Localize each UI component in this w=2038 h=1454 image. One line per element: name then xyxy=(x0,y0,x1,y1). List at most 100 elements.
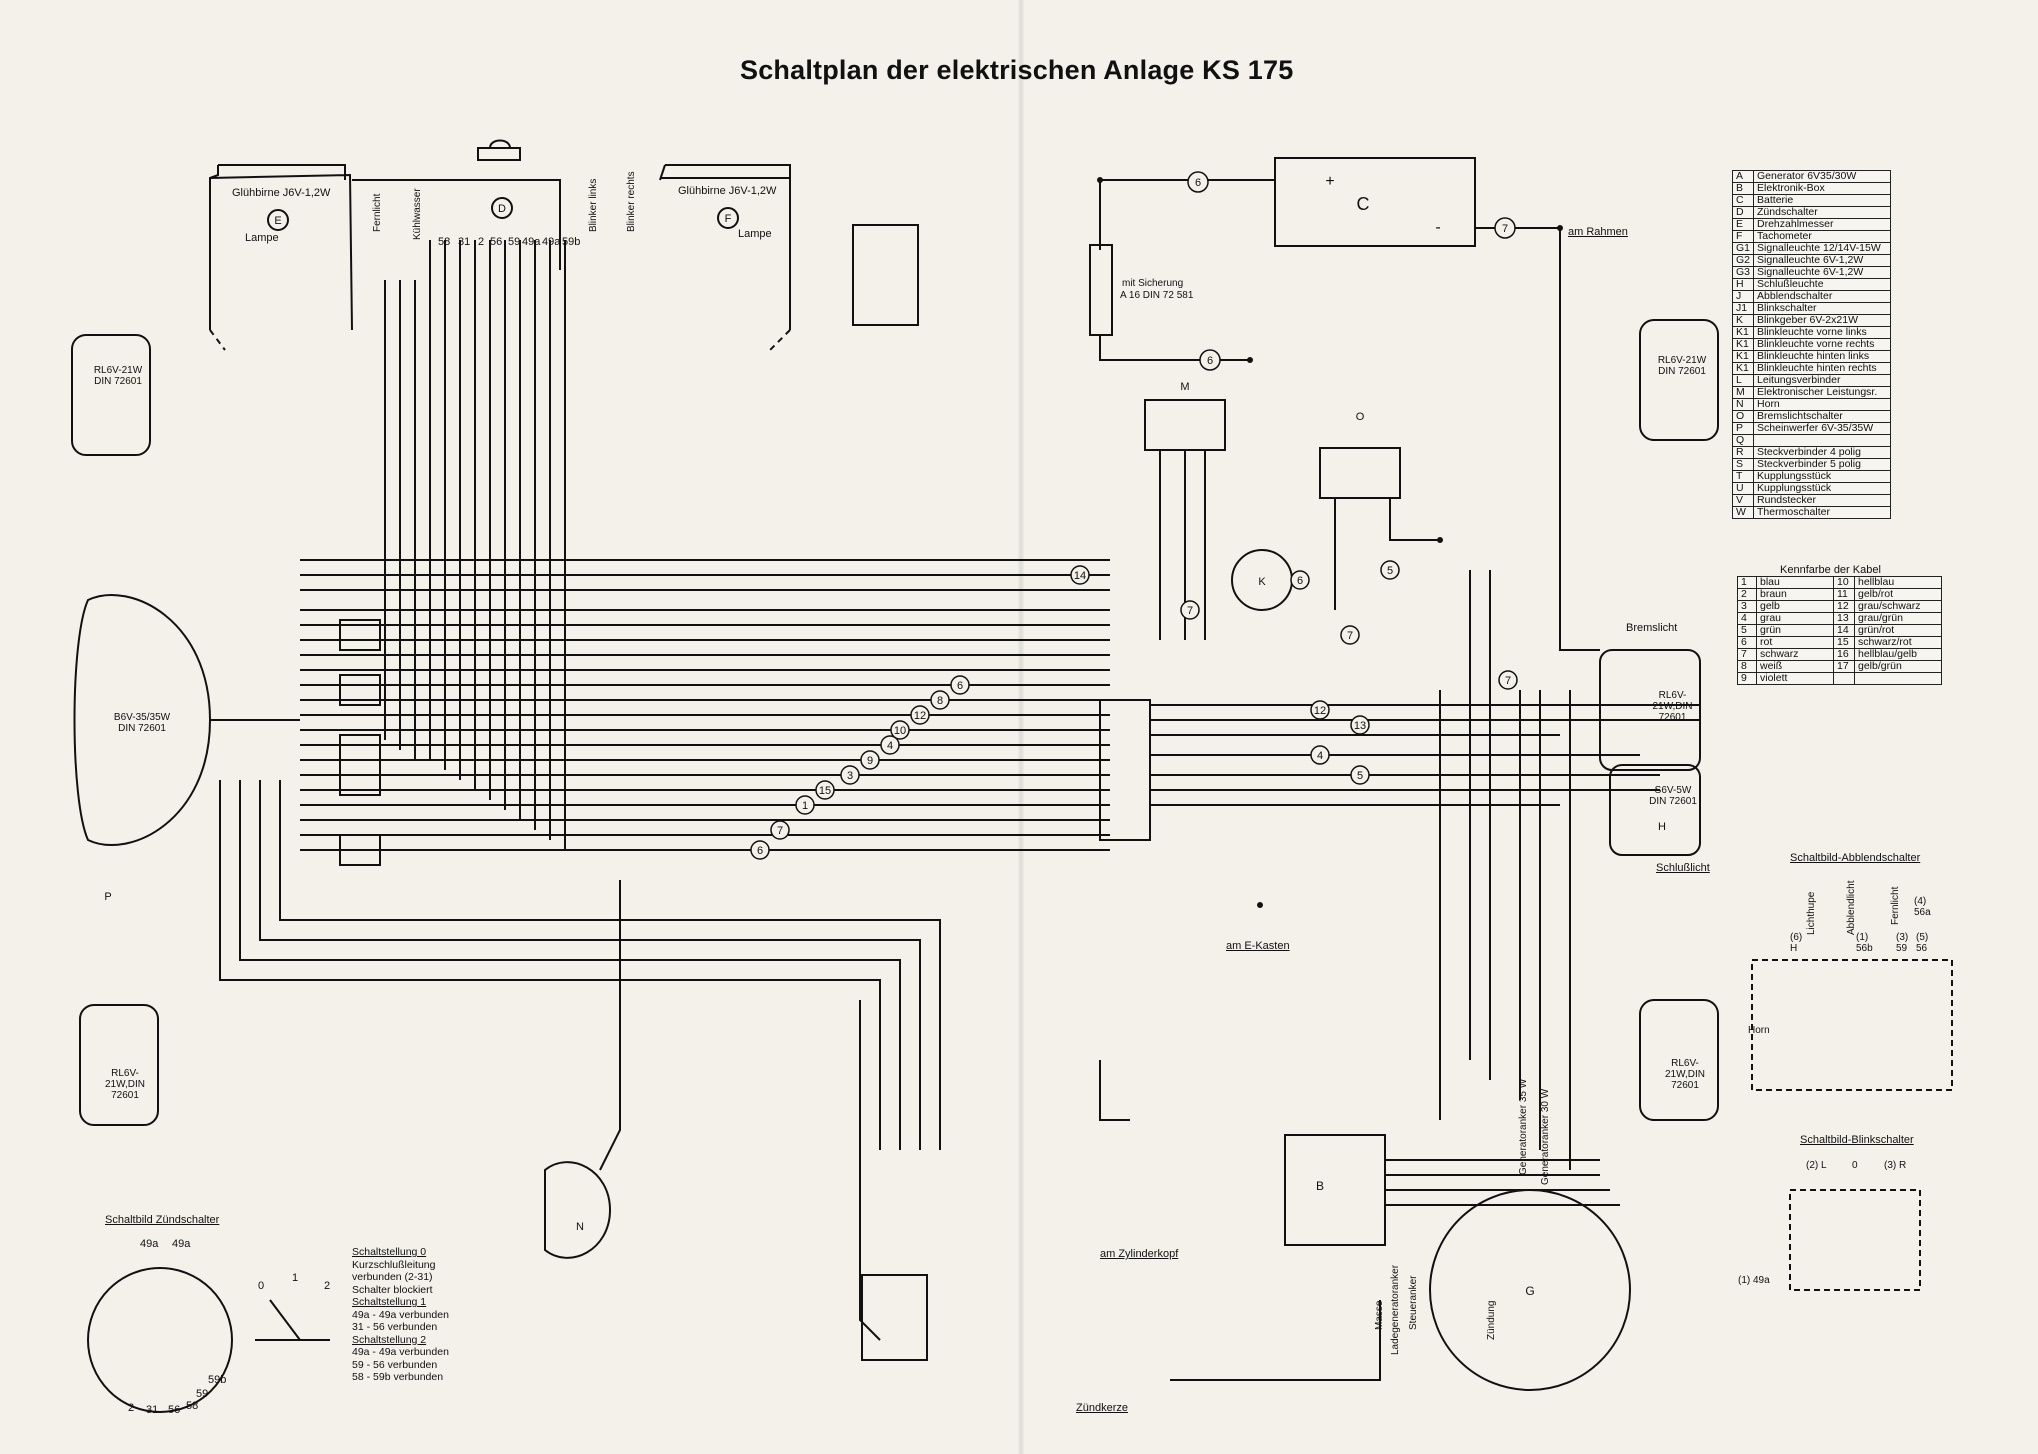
cable-cell: 9 xyxy=(1737,672,1757,685)
svg-text:7: 7 xyxy=(1505,675,1511,687)
component-label: Kupplungsstück xyxy=(1753,470,1892,483)
component-label: Thermoschalter xyxy=(1753,506,1892,519)
steueranker-label: Steueranker xyxy=(1408,1275,1419,1330)
ignition-terminal: 31 xyxy=(458,236,471,248)
ignition-terminal: 49a xyxy=(542,236,561,248)
blinker-links-label: Blinker links xyxy=(588,178,599,232)
component-key: B xyxy=(1731,182,1755,195)
kuehlwasser-label: Kühlwasser xyxy=(412,188,423,240)
zuendschalter-pin-bottom: 56 xyxy=(168,1404,181,1416)
svg-text:6: 6 xyxy=(1207,355,1213,367)
svg-text:8: 8 xyxy=(937,695,943,707)
component-label: Elektronik-Box xyxy=(1753,182,1892,195)
abblend-label: (5) 56 xyxy=(1916,932,1929,954)
cable-cell: 5 xyxy=(1737,624,1757,637)
cable-cell: gelb xyxy=(1756,600,1834,613)
abblend-label: (3) 59 xyxy=(1896,932,1909,954)
cable-cell: gelb/rot xyxy=(1854,588,1942,601)
svg-text:6: 6 xyxy=(757,845,763,857)
svg-text:H: H xyxy=(1658,821,1666,833)
state-line: verbunden (2-31) xyxy=(352,1271,433,1283)
svg-text:D: D xyxy=(498,203,506,215)
zuendschalter-position: 0 xyxy=(258,1280,265,1292)
zuendkerze-label: Zündkerze xyxy=(1076,1402,1128,1414)
abblend-label: (4) 56a xyxy=(1914,896,1931,918)
component-label: Signalleuchte 6V-1,2W xyxy=(1753,254,1892,267)
state-line: 49a - 49a verbunden xyxy=(352,1346,449,1358)
generatoranker-35-label: Generatoranker 35 W xyxy=(1518,1078,1529,1175)
cable-cell: gelb/grün xyxy=(1854,660,1942,673)
component-label: Schlußleuchte xyxy=(1753,278,1892,291)
ignition-terminal: 2 xyxy=(478,236,485,248)
zuendschalter-pin-bottom: 31 xyxy=(146,1404,159,1416)
component-label: Bremslichtschalter xyxy=(1753,410,1892,423)
cable-cell: schwarz xyxy=(1756,648,1834,661)
sicherung-spec-label: A 16 DIN 72 581 xyxy=(1120,290,1194,301)
lamp-k1-front-right-label: RL6V-21W DIN 72601 xyxy=(1657,355,1707,377)
am-zylinderkopf-label: am Zylinderkopf xyxy=(1100,1248,1179,1260)
component-key: K1 xyxy=(1731,362,1755,375)
component-label: Blinkleuchte hinten rechts xyxy=(1753,362,1892,375)
cable-cell: hellblau xyxy=(1854,576,1942,589)
component-key: J1 xyxy=(1731,302,1755,315)
svg-text:4: 4 xyxy=(1317,750,1323,762)
cable-cell: 6 xyxy=(1737,636,1757,649)
component-label: Tachometer xyxy=(1753,230,1892,243)
svg-text:G: G xyxy=(1525,1284,1534,1298)
svg-text:7: 7 xyxy=(1347,630,1353,642)
zuendschalter-schema-title: Schaltbild Zündschalter xyxy=(105,1214,220,1226)
svg-text:6: 6 xyxy=(957,680,963,692)
component-key: K1 xyxy=(1731,350,1755,363)
svg-text:K: K xyxy=(1258,576,1266,588)
component-label: Blinkschalter xyxy=(1753,302,1892,315)
sicherung-label: mit Sicherung xyxy=(1122,278,1184,289)
component-row: Q xyxy=(1731,434,1892,447)
blink-label: (1) 49a xyxy=(1738,1275,1770,1286)
svg-text:6: 6 xyxy=(1195,177,1201,189)
svg-text:N: N xyxy=(576,1221,584,1233)
svg-text:12: 12 xyxy=(914,710,926,722)
component-label: Kupplungsstück xyxy=(1753,482,1892,495)
component-key: S xyxy=(1731,458,1755,471)
svg-text:-: - xyxy=(1435,219,1440,236)
lamp-k1-rear-left-label: RL6V-21W,DIN 72601 xyxy=(104,1068,145,1101)
tail-lamp-label: RL6V-21W,DIN 72601 xyxy=(1652,690,1693,723)
component-key: F xyxy=(1731,230,1755,243)
cable-cell: hellblau/gelb xyxy=(1854,648,1942,661)
component-key: P xyxy=(1731,422,1755,435)
zuendschalter-pin-bottom: 58 xyxy=(186,1400,199,1412)
cable-cell: 7 xyxy=(1737,648,1757,661)
component-key: E xyxy=(1731,218,1755,231)
zuendschalter-pin-bottom: 59 xyxy=(196,1388,209,1400)
svg-text:14: 14 xyxy=(1074,570,1086,582)
cable-cell: 13 xyxy=(1833,612,1855,625)
component-key: K1 xyxy=(1731,338,1755,351)
component-label: Steckverbinder 5 polig xyxy=(1753,458,1892,471)
cable-cell: 11 xyxy=(1833,588,1855,601)
svg-text:+: + xyxy=(1325,173,1334,190)
ignition-terminal: 59 xyxy=(508,236,521,248)
component-key: T xyxy=(1731,470,1755,483)
state-line: 59 - 56 verbunden xyxy=(352,1358,438,1371)
svg-text:9: 9 xyxy=(867,755,873,767)
component-key: O xyxy=(1731,410,1755,423)
svg-text:O: O xyxy=(1356,411,1365,423)
